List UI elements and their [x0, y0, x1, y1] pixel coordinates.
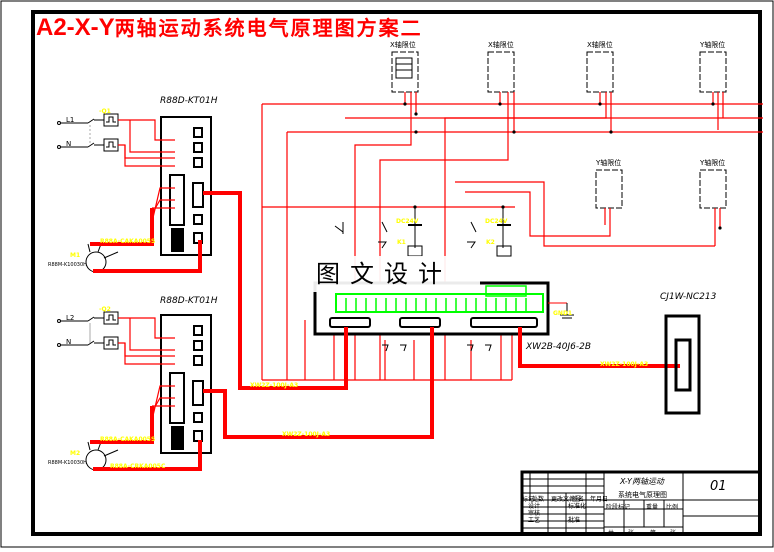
tb-row-label: 审核: [528, 510, 541, 517]
cable-label: R88A-CAKA005S: [100, 238, 156, 245]
tb-header: 标记: [522, 496, 535, 503]
drawing-title: A2-X-Y两轴运动系统电气原理图方案二: [36, 12, 423, 42]
encoder-thin-wires: [151, 187, 175, 421]
line-label: L1: [66, 116, 75, 124]
limit-switch-x1: [391, 51, 419, 93]
cable-label: R88A-CAKA005S: [100, 436, 156, 443]
limit-switch-label: X轴限位: [488, 41, 514, 49]
plc-unit: [664, 314, 701, 415]
breaker-1-label: -Q1: [99, 108, 111, 115]
tb-footer: 张: [628, 530, 635, 537]
tb-footer: 张: [670, 530, 677, 537]
relay-contacts: [334, 207, 512, 352]
tb-row-label: 设计: [528, 503, 541, 510]
driver-2-model: R88D-KT01H: [160, 296, 218, 306]
limit-switch-y1: [699, 51, 727, 93]
servo-driver-2: [160, 314, 212, 454]
limit-switch-label: X轴限位: [390, 41, 416, 49]
signal-wires: [261, 92, 763, 381]
tb-row-label: 批准: [568, 517, 581, 524]
ground-label: GND1: [553, 310, 573, 317]
cable-label: R88A-CRKA005C: [110, 463, 166, 470]
title-block-name-2: 系统电气原理图: [618, 491, 667, 499]
tb-header: 更改文件号: [551, 496, 582, 503]
inner-border: [31, 10, 762, 536]
limit-switch-x2: [487, 51, 515, 93]
tb-stage-header: 比例: [666, 504, 679, 511]
drawing-title-code: A2-X-Y: [36, 14, 115, 41]
motor-1-model: R88M-K10030H: [48, 262, 87, 268]
cable-label: XW2Z-100J-A3: [282, 431, 331, 438]
power-input-2: [57, 311, 119, 350]
driver-1-model: R88D-KT01H: [160, 96, 218, 106]
sheet-number: 01: [710, 479, 727, 494]
servo-motor-1: [85, 243, 119, 273]
relay-label: K2: [486, 239, 495, 246]
power-cables: [90, 191, 680, 471]
title-block: [520, 470, 762, 536]
limit-switch-label: Y轴限位: [596, 159, 622, 167]
supply-label: DC24V: [396, 218, 419, 225]
tb-row-label: 标准化: [568, 503, 587, 510]
breaker-2-label: -Q2: [99, 306, 111, 313]
cable-label: XW2Z-100J-A3: [600, 361, 649, 368]
line-label: N: [66, 338, 72, 346]
junction-dots: [403, 102, 722, 230]
drawing-title-cn: 两轴运动系统电气原理图方案二: [114, 16, 423, 40]
title-block-name-1: X-Y两轴运动: [620, 477, 664, 486]
motor-2-model: R88M-K10030H: [48, 460, 87, 466]
cable-label: XW2Z-100J-A3: [250, 382, 299, 389]
tb-stage-header: 阶段标记: [606, 504, 631, 511]
limit-switch-label: Y轴限位: [700, 41, 726, 49]
limit-switch-y3: [699, 169, 727, 209]
tb-stage-header: 重量: [646, 504, 659, 511]
controller-model: XW2B-40J6-2B: [526, 342, 592, 352]
tb-header: 年月日: [590, 496, 609, 503]
limit-switch-label: Y轴限位: [700, 159, 726, 167]
power-wires-2: [118, 317, 175, 365]
line-label: N: [66, 140, 72, 148]
supply-label: DC24V: [485, 218, 508, 225]
tb-header: 处数: [532, 496, 545, 503]
limit-switch-label: X轴限位: [587, 41, 613, 49]
power-wires-1: [118, 119, 175, 167]
servo-driver-1: [160, 116, 212, 256]
tb-row-label: 工艺: [528, 517, 541, 524]
watermark: 图文设计: [310, 256, 480, 292]
tb-footer: 共: [608, 530, 615, 537]
tb-header: 签名: [572, 496, 585, 503]
tb-footer: 第: [650, 530, 657, 537]
limit-switch-y2: [595, 169, 623, 209]
plc-model: CJ1W-NC213: [660, 292, 717, 302]
motor-2-label: M2: [70, 450, 81, 457]
line-label: L2: [66, 314, 75, 322]
motor-1-label: M1: [70, 252, 81, 259]
limit-switch-x3: [586, 51, 614, 93]
relay-label: K1: [397, 239, 406, 246]
